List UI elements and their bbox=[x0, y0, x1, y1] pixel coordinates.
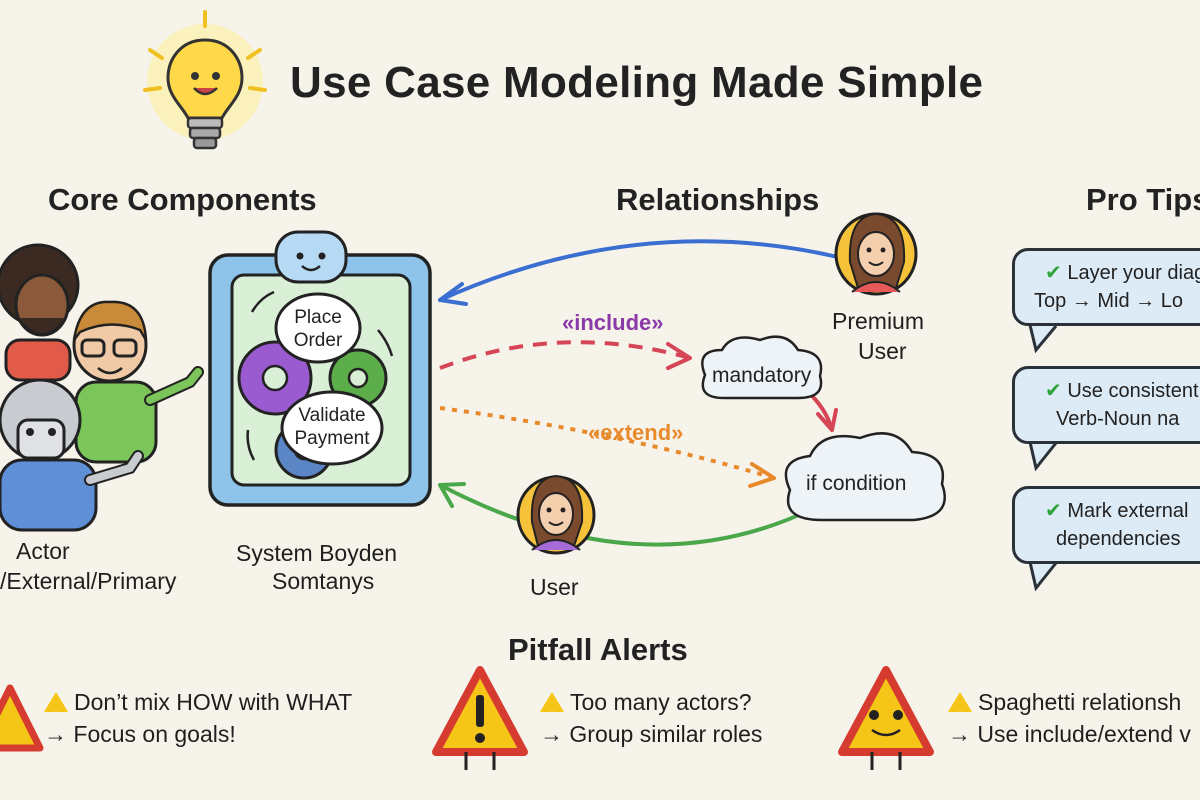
warning-icon bbox=[44, 692, 68, 712]
page-title: Use Case Modeling Made Simple bbox=[290, 58, 984, 107]
system-caption-sub: Somtanys bbox=[272, 568, 375, 594]
tip-1-line-2: Top → Mid → Lo bbox=[1034, 290, 1183, 312]
mandatory-text: mandatory bbox=[712, 364, 812, 387]
tip-2-line-2: Verb-Noun na bbox=[1056, 408, 1180, 430]
tip-3-line-2: dependencies bbox=[1056, 528, 1181, 550]
section-relationships: Relationships bbox=[616, 182, 820, 217]
premium-user-label-sub: User bbox=[858, 338, 907, 364]
section-pro-tips: Pro Tips bbox=[1086, 182, 1200, 217]
actors-group-illustration bbox=[0, 243, 204, 532]
tip-card bbox=[1012, 486, 1200, 564]
warning-icon bbox=[948, 692, 972, 712]
user-label: User bbox=[530, 574, 579, 600]
pitfall-1-line-1: Don’t mix HOW with WHAT bbox=[44, 686, 352, 719]
tip-3-line-1: ✔ Mark external bbox=[1045, 500, 1189, 522]
check-icon: ✔ bbox=[1045, 262, 1062, 284]
pitfall-2-line-1: Too many actors? bbox=[540, 686, 752, 719]
section-pitfall-alerts: Pitfall Alerts bbox=[508, 632, 688, 667]
tip-tail bbox=[1028, 441, 1058, 472]
actor-caption-sub: /External/Primary bbox=[0, 568, 177, 594]
premium-user-label: Premium bbox=[832, 308, 925, 334]
if-condition-cloud bbox=[784, 432, 947, 522]
mandatory-cloud bbox=[701, 335, 823, 400]
pitfall-3-line-1: Spaghetti relationsh bbox=[948, 686, 1181, 719]
lightbulb-icon bbox=[143, 10, 267, 150]
section-core-components: Core Components bbox=[48, 182, 317, 217]
check-icon: ✔ bbox=[1045, 500, 1062, 522]
use-case-place-order: Place Order bbox=[293, 307, 343, 351]
pitfall-1-line-2: → Focus on goals! bbox=[44, 721, 236, 747]
premium-user-avatar bbox=[834, 212, 918, 296]
actor-caption: Actor bbox=[16, 538, 70, 564]
pitfall-2-line-2: → Group similar roles bbox=[540, 721, 763, 747]
tip-card bbox=[1012, 366, 1200, 444]
warning-icon bbox=[540, 692, 564, 712]
system-caption: System Boyden bbox=[236, 540, 398, 566]
include-label: «include» bbox=[562, 310, 664, 335]
system-boundary-tablet bbox=[208, 230, 432, 507]
include-arrow bbox=[439, 340, 692, 370]
warning-triangle-face-icon bbox=[838, 666, 934, 770]
user-avatar bbox=[516, 474, 596, 555]
tip-1-line-1: ✔ Layer your diag bbox=[1045, 262, 1200, 284]
extend-arrow bbox=[439, 406, 776, 488]
warning-triangle-icon bbox=[0, 684, 44, 752]
use-case-validate-payment: Validate Payment bbox=[294, 405, 370, 449]
association-arrow-premium bbox=[438, 239, 843, 306]
check-icon: ✔ bbox=[1045, 380, 1062, 402]
pitfall-3-line-2: → Use include/extend v bbox=[948, 721, 1191, 747]
extend-label: «extend» bbox=[588, 420, 684, 445]
tip-tail bbox=[1028, 324, 1058, 354]
tip-card bbox=[1012, 248, 1200, 326]
tip-2-line-1: ✔ Use consistent bbox=[1045, 380, 1199, 402]
warning-triangle-icon bbox=[432, 666, 528, 770]
tip-tail bbox=[1028, 561, 1058, 592]
if-condition-text: if condition bbox=[806, 472, 907, 495]
association-arrow-user bbox=[438, 482, 811, 547]
